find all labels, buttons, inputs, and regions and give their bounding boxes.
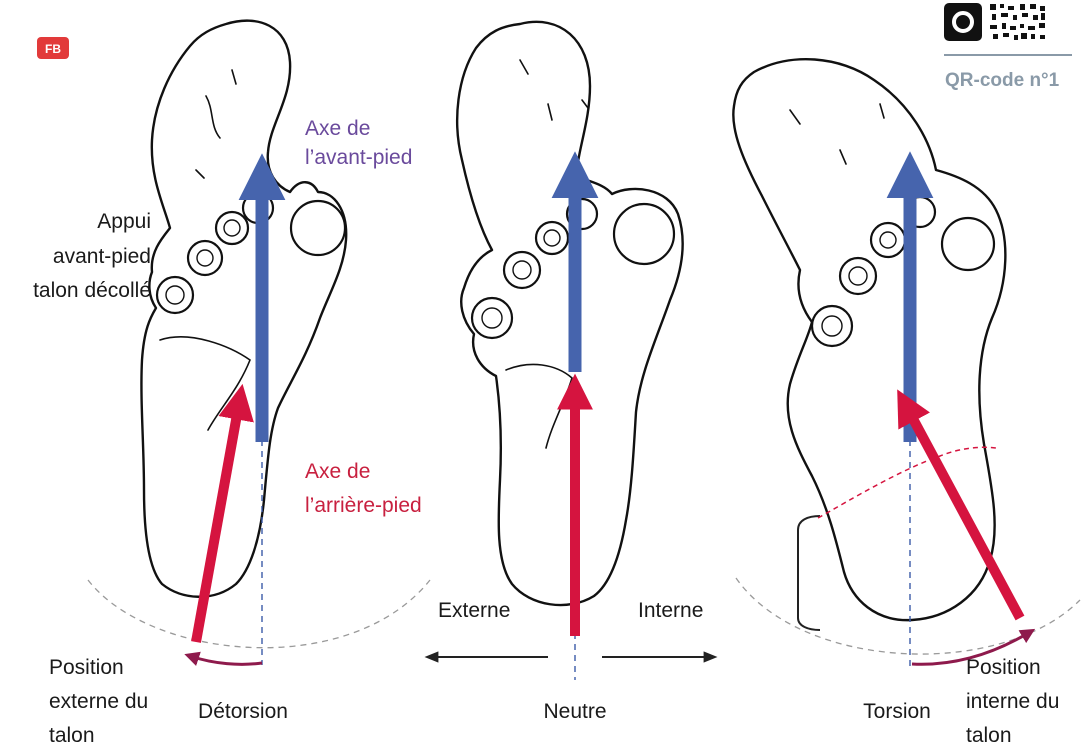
rotation-arrow <box>190 656 262 664</box>
toe <box>157 277 193 313</box>
sole-crease <box>790 104 884 164</box>
internal-position-label-line2: interne du <box>966 690 1059 713</box>
arch-line <box>506 364 572 448</box>
heel-boundary <box>818 447 996 518</box>
forefoot-axis-label-line2: l’avant-pied <box>305 146 412 169</box>
foot-torsion <box>733 59 1005 630</box>
forefoot-axis-label-line1: Axe de <box>305 117 370 140</box>
rearfoot-axis-label-line2: l’arrière-pied <box>305 494 422 517</box>
qr-block[interactable]: QR-code n°1 <box>944 3 1072 91</box>
toe <box>504 252 540 288</box>
external-position-label-line2: externe du <box>49 690 148 713</box>
qr-label: QR-code n°1 <box>945 70 1060 91</box>
external-label: Externe <box>438 599 510 622</box>
sole-crease <box>520 60 588 120</box>
rearfoot-axis-label-line1: Axe de <box>305 460 370 483</box>
sole-crease <box>196 70 236 178</box>
toe <box>536 222 568 254</box>
heel-lift-outline <box>798 516 820 630</box>
toe <box>942 218 994 270</box>
fb-badge-text: FB <box>45 42 61 56</box>
toe <box>812 306 852 346</box>
internal-position-label-line1: Position <box>966 656 1041 679</box>
internal-position-label-line3: talon <box>966 724 1012 747</box>
toe <box>472 298 512 338</box>
support-label-line3: talon décollé <box>33 279 151 302</box>
caption-torsion: Torsion <box>863 700 931 723</box>
support-label-line1: Appui <box>97 210 151 233</box>
rearfoot-axis-arrow <box>904 402 1020 618</box>
toe <box>291 201 345 255</box>
support-label-line2: avant-pied <box>53 245 151 268</box>
external-position-label-line3: talon <box>49 724 95 747</box>
reference-arc <box>88 580 430 648</box>
qr-code-icon <box>990 4 1045 40</box>
toe <box>216 212 248 244</box>
toe <box>188 241 222 275</box>
caption-neutral: Neutre <box>543 700 606 723</box>
fb-badge: FB <box>37 37 69 59</box>
reference-arc <box>736 578 1080 654</box>
toe <box>614 204 674 264</box>
toe <box>840 258 876 294</box>
foot-outline <box>733 59 1005 620</box>
external-position-label-line1: Position <box>49 656 124 679</box>
toe <box>871 223 905 257</box>
internal-label: Interne <box>638 599 703 622</box>
qr-logo-square <box>944 3 982 41</box>
caption-detorsion: Détorsion <box>198 700 288 723</box>
rearfoot-axis-arrow <box>196 398 240 642</box>
